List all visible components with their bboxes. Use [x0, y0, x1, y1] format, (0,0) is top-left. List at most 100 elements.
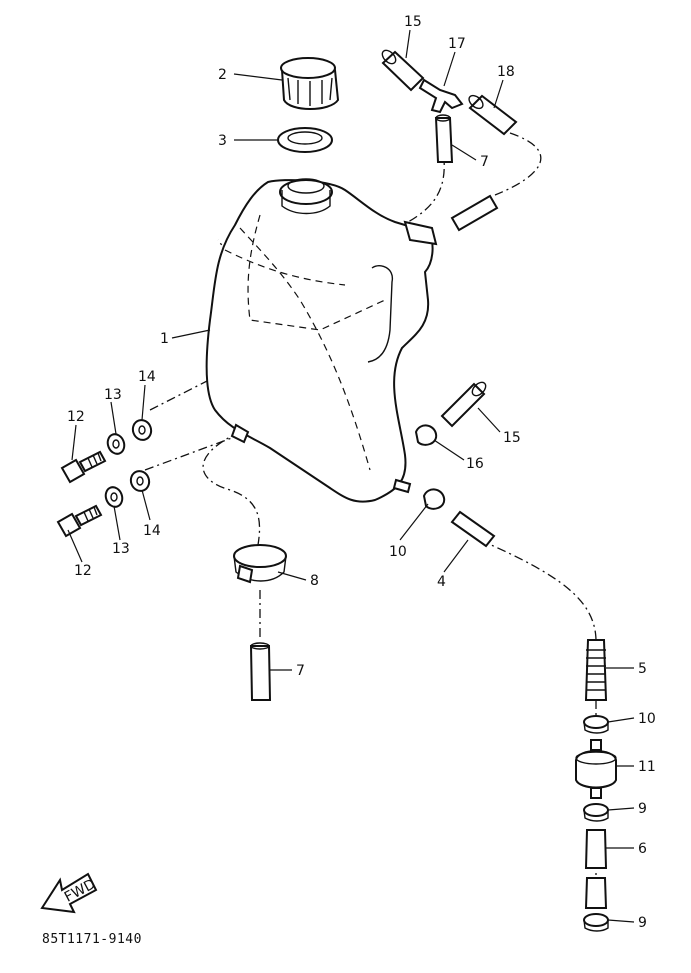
leader-10a: [399, 503, 429, 541]
clamp-8[interactable]: [233, 544, 287, 584]
leader-14b: [141, 489, 151, 521]
clamp-8-screw: [236, 564, 254, 584]
grommet-14-upper-ring: [131, 419, 153, 441]
clip-10-lower[interactable]: [583, 715, 609, 734]
hose-7-lower-end: [250, 642, 270, 650]
fuel-tank[interactable]: [205, 178, 438, 503]
clip-10-upper[interactable]: [422, 488, 446, 510]
hose-18-end: [468, 94, 484, 110]
leader-18: [493, 79, 504, 109]
leader-lines: [67, 29, 635, 923]
callout-15-top: 15: [404, 14, 422, 30]
callout-16: 16: [466, 456, 484, 472]
hose-7-top-body: [434, 117, 454, 163]
leader-2: [233, 73, 283, 81]
leader-1: [171, 329, 211, 339]
bolt-12-upper-head: [60, 458, 86, 484]
leader-8: [277, 571, 307, 581]
leader-10b: [607, 717, 635, 723]
t-joint-17[interactable]: [418, 78, 464, 114]
clip-9-upper-ring: [583, 803, 609, 817]
cap-gasket[interactable]: [277, 127, 333, 153]
hose-6-upper-body: [584, 829, 608, 869]
hose-4-body: [450, 510, 496, 548]
clip-16[interactable]: [414, 424, 438, 446]
callout-9-upper: 9: [638, 801, 647, 817]
hose-7-lower-body: [249, 645, 272, 701]
bolt-12-upper[interactable]: [60, 450, 107, 484]
hose-18[interactable]: [467, 93, 518, 136]
leader-9b: [607, 919, 635, 923]
grommet-14-lower[interactable]: [128, 469, 152, 494]
clip-9-lower[interactable]: [583, 913, 609, 932]
hose-6[interactable]: [584, 829, 608, 909]
leader-12b: [67, 529, 83, 563]
filter-inlet: [590, 739, 602, 751]
callout-10-upper: 10: [389, 544, 407, 560]
clamp-8-band: [233, 555, 287, 582]
hose-7-lower[interactable]: [249, 642, 272, 701]
leader-16: [433, 439, 465, 461]
leader-13b: [113, 505, 121, 541]
bolt-12-lower[interactable]: [56, 504, 103, 538]
clip-16-body: [414, 424, 438, 446]
callout-18: 18: [497, 64, 515, 80]
leader-17: [443, 51, 456, 87]
t-joint-body: [418, 78, 464, 114]
hose-5-ribs: [586, 649, 606, 691]
tank-filler-neck: [279, 179, 333, 205]
filler-cap[interactable]: [280, 57, 340, 110]
tank-neck-thread: [281, 190, 331, 215]
tank-neck-opening: [287, 178, 325, 194]
grommet-14-lower-ring: [129, 470, 151, 492]
callout-9-lower: 9: [638, 915, 647, 931]
callout-4: 4: [437, 574, 446, 590]
tank-return-nipple: [392, 478, 412, 494]
clip-10-lower-band: [583, 721, 609, 734]
fwd-arrow-icon: FWD: [40, 872, 98, 914]
callout-14-lower: 14: [143, 523, 161, 539]
guide-line-bolt-lower: [144, 431, 249, 471]
guide-line-hose-7-top: [407, 149, 445, 223]
filler-cap-ribs: [287, 77, 333, 106]
leader-13a: [110, 401, 117, 435]
clip-9-upper[interactable]: [583, 803, 609, 822]
hose-7-top-end: [435, 114, 451, 122]
tank-outlet-nipple: [230, 423, 250, 444]
bolt-12-lower-shank: [74, 504, 103, 527]
clip-9-upper-band: [583, 809, 609, 822]
gasket-inner: [287, 131, 323, 145]
hose-15-side-body: [440, 382, 486, 428]
clamp-8-ring-top: [233, 544, 287, 568]
hose-7-top[interactable]: [434, 114, 454, 163]
hose-15-side[interactable]: [440, 380, 488, 428]
washer-13-lower[interactable]: [103, 485, 125, 509]
clip-10-lower-ring: [583, 715, 609, 729]
guide-line-hose-18: [494, 132, 542, 196]
washer-13-upper-ring: [106, 433, 126, 455]
callout-3: 3: [218, 133, 227, 149]
callout-13-lower: 13: [112, 541, 130, 557]
washer-13-upper-hole: [112, 439, 120, 449]
hose-4[interactable]: [450, 510, 496, 548]
grommet-14-upper[interactable]: [130, 418, 154, 443]
callout-12-upper: 12: [67, 409, 85, 425]
hose-vent-segment-body: [450, 194, 499, 232]
callout-5: 5: [638, 661, 647, 677]
hose-vent-segment[interactable]: [450, 194, 499, 232]
washer-13-upper[interactable]: [105, 432, 127, 456]
hose-15-side-end: [471, 381, 487, 397]
callout-1: 1: [160, 331, 169, 347]
bolt-12-upper-shank: [78, 450, 107, 473]
hose-5-corrugated[interactable]: [584, 639, 608, 701]
leader-9a: [607, 807, 635, 811]
leader-7a: [451, 144, 477, 161]
filter-outlet: [590, 787, 602, 799]
callout-labels: 2 3 1 15 17 18 7 14 13 12 12 13 14 15 16…: [67, 14, 656, 931]
filter-body: [575, 750, 617, 789]
callout-2: 2: [218, 67, 227, 83]
leader-14a: [141, 384, 146, 421]
fuel-filter-11[interactable]: [575, 739, 617, 799]
hose-15-top[interactable]: [380, 48, 425, 92]
leader-12a: [71, 424, 77, 461]
